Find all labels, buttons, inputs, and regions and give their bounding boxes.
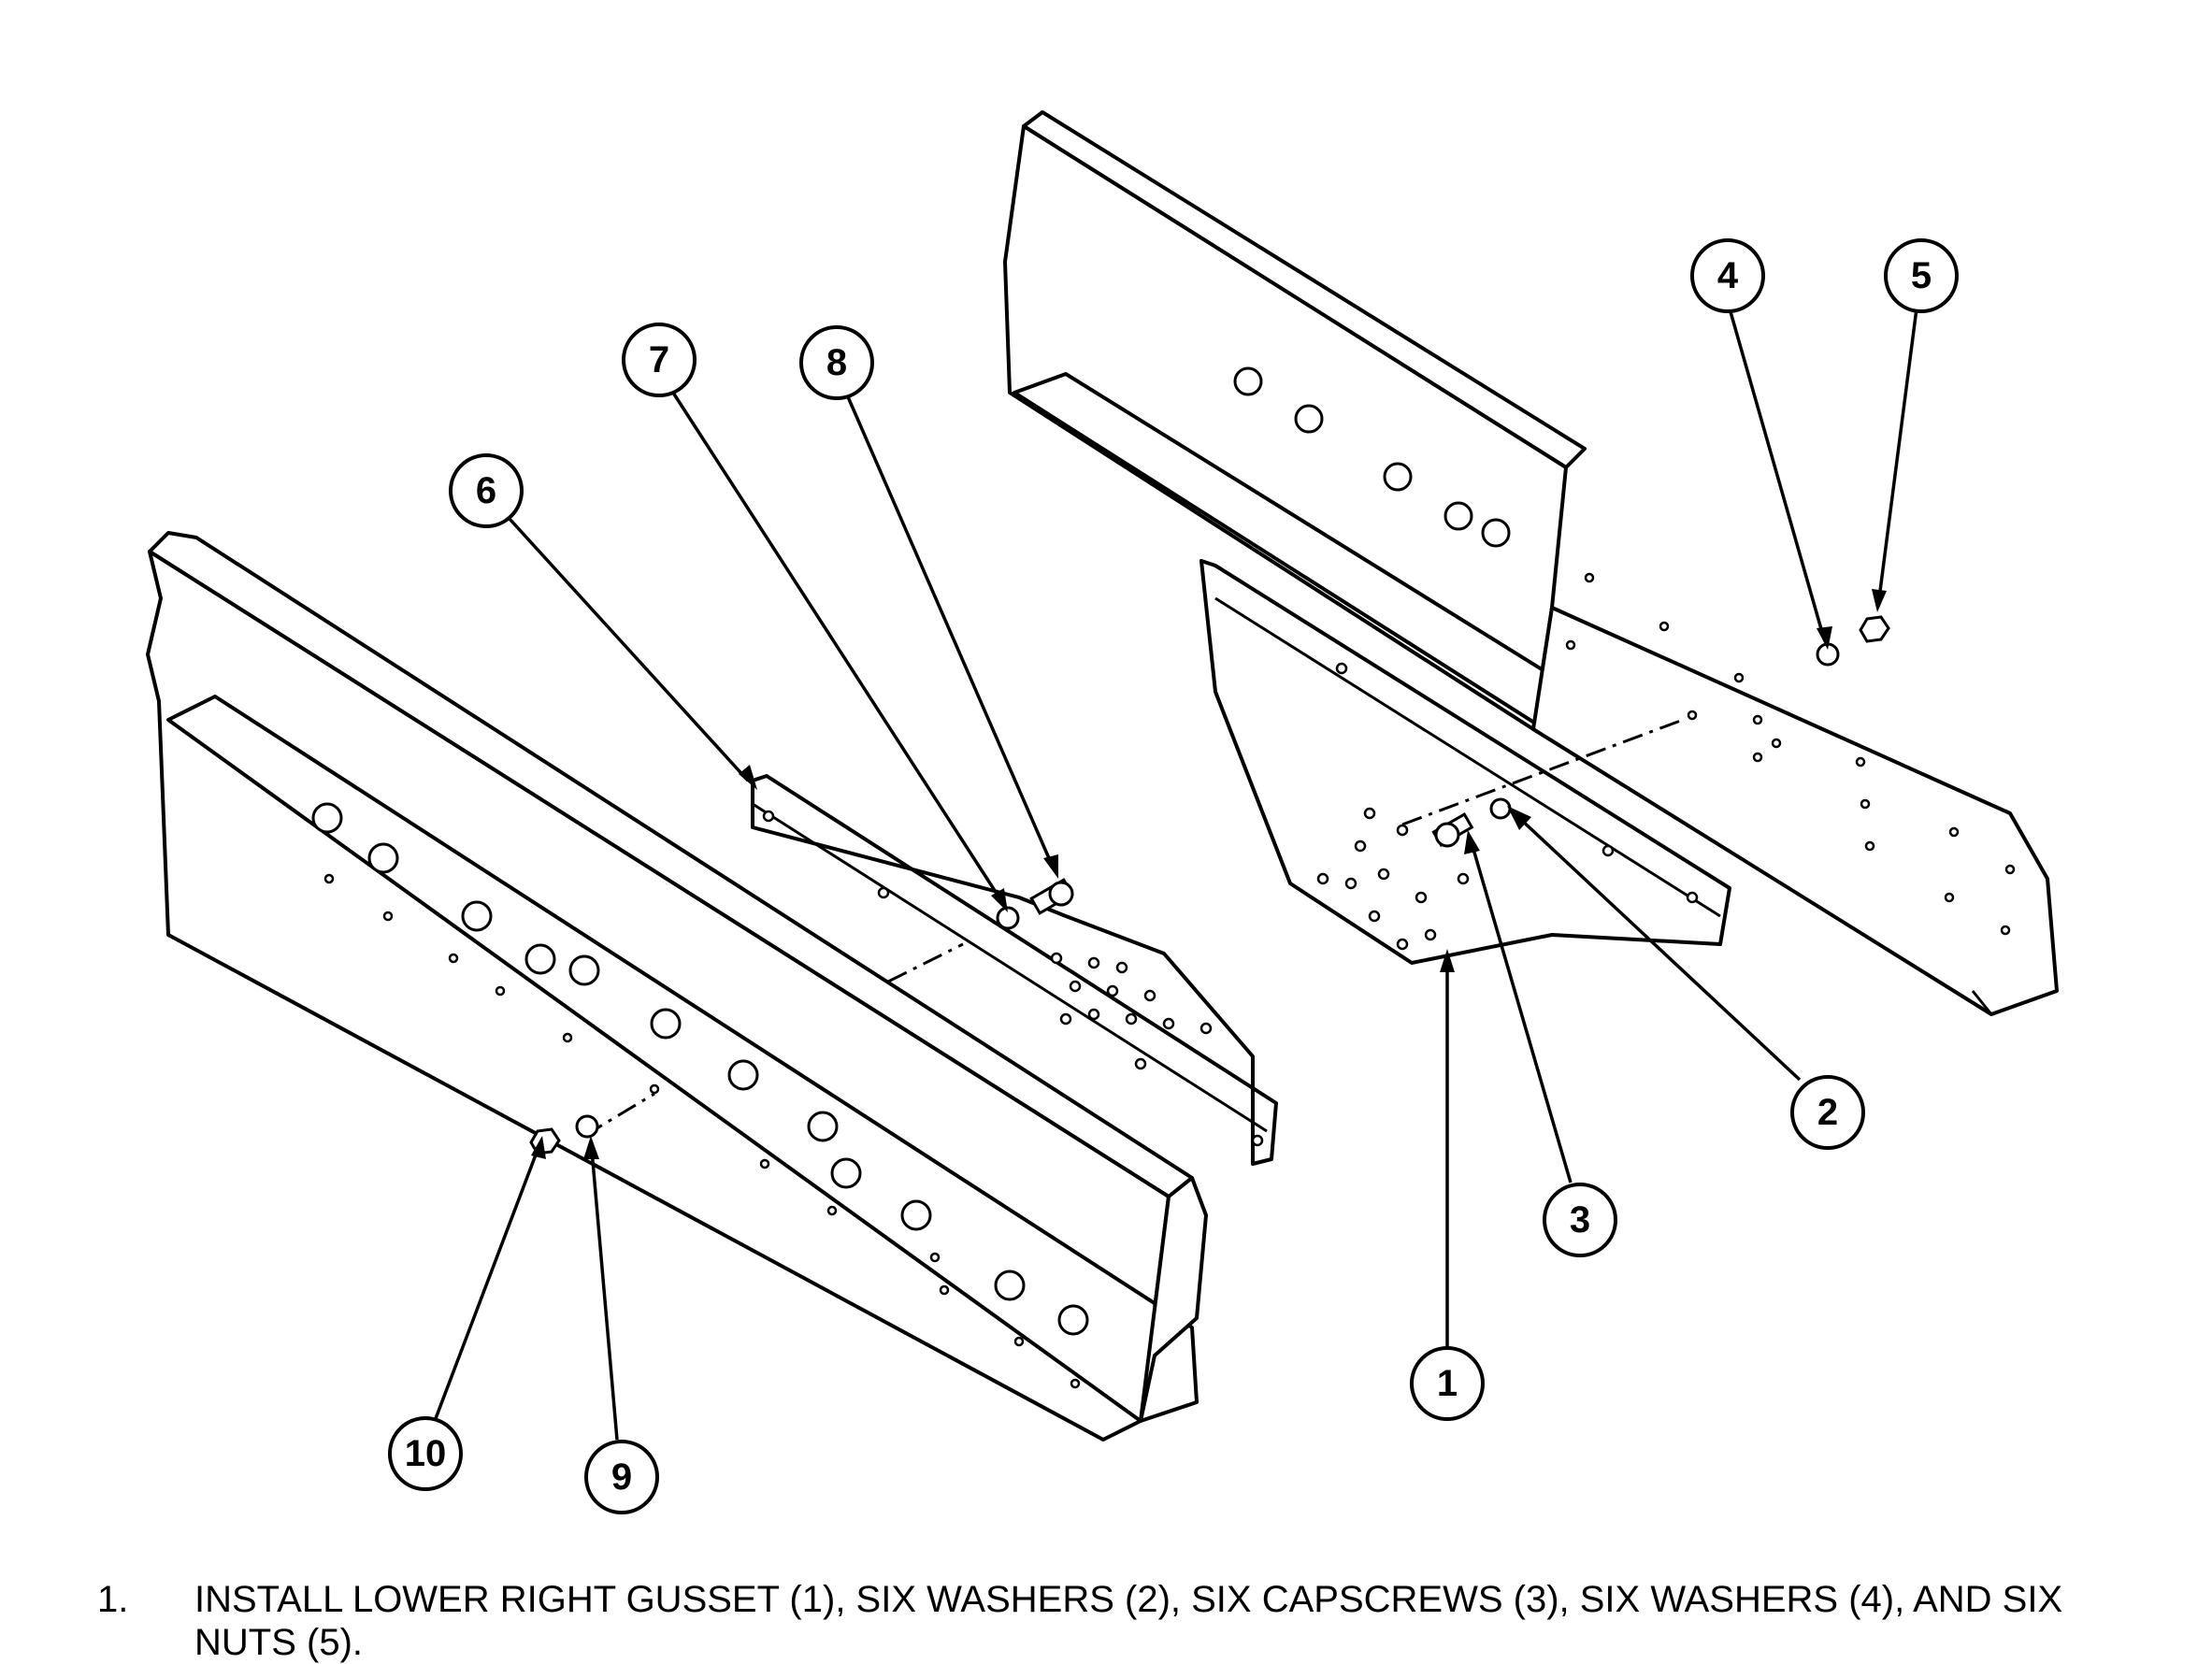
svg-text:10: 10 [405, 1433, 447, 1474]
right-rail-holes [1565, 572, 2016, 936]
leader-lines [433, 308, 1918, 1441]
callout-5: 5 [1884, 238, 1959, 313]
gusset-holes [1316, 662, 1699, 951]
callout-6: 6 [449, 453, 524, 528]
left-gusset-holes [762, 810, 1264, 1147]
callout-3: 3 [1543, 1183, 1617, 1257]
svg-text:1: 1 [1437, 1363, 1458, 1404]
svg-text:9: 9 [611, 1456, 632, 1498]
svg-text:4: 4 [1717, 255, 1739, 296]
step-number: 1. [97, 1579, 129, 1620]
left-frame-rail [146, 531, 1208, 1442]
right-frame-rail [1003, 110, 2059, 1016]
callout-10: 10 [388, 1416, 463, 1491]
callout-4: 4 [1690, 238, 1765, 313]
callout-1: 1 [1410, 1346, 1485, 1421]
right-rail-bolt-heads [1233, 366, 1511, 548]
left-rail-holes [323, 873, 1081, 1389]
left-gusset [751, 774, 1278, 1166]
callout-2: 2 [1790, 1075, 1865, 1150]
svg-text:7: 7 [649, 339, 669, 380]
svg-text:3: 3 [1570, 1199, 1590, 1241]
exploded-view-diagram: 1 2 3 4 5 6 7 8 9 10 [146, 110, 2059, 1514]
callout-7: 7 [622, 323, 697, 397]
lower-right-gusset [1199, 559, 1731, 965]
svg-text:2: 2 [1817, 1092, 1838, 1133]
callout-8: 8 [799, 325, 874, 400]
left-rail-bolt-heads [311, 802, 1089, 1336]
svg-text:6: 6 [476, 470, 496, 511]
callout-9: 9 [584, 1440, 659, 1514]
svg-text:5: 5 [1911, 255, 1932, 296]
left-hardware [529, 878, 1074, 1155]
svg-text:8: 8 [826, 342, 847, 383]
step-text: INSTALL LOWER RIGHT GUSSET (1), SIX WASH… [194, 1579, 2063, 1663]
